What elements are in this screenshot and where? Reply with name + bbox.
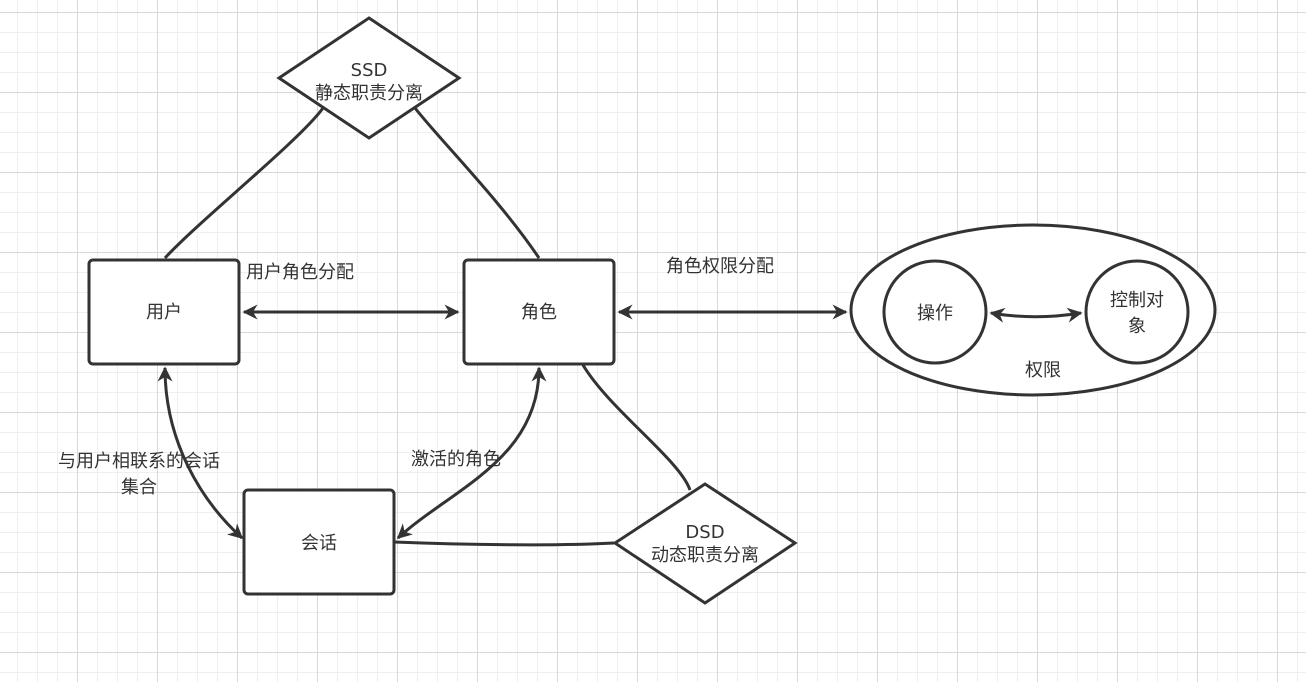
dsd-subtitle: 动态职责分离 — [651, 545, 759, 566]
label-role-permission-assign: 角色权限分配 — [666, 256, 774, 277]
label-activated-roles: 激活的角色 — [411, 449, 501, 470]
ssd-title: SSD — [351, 60, 388, 81]
dsd-diamond — [612, 482, 798, 605]
edge-user-ssd — [163, 107, 325, 260]
arrow-role-session — [396, 366, 547, 540]
role-box — [462, 258, 616, 366]
arrow-user-session — [157, 366, 244, 540]
ssd-diamond — [276, 16, 462, 140]
session-box — [242, 488, 396, 596]
operation-circle — [882, 259, 988, 365]
operation-label: 操作 — [917, 303, 953, 324]
edge-session-dsd — [393, 540, 615, 547]
session-label: 会话 — [301, 533, 337, 554]
control-object-label-2: 象 — [1128, 316, 1146, 337]
edge-role-ssd — [413, 107, 541, 259]
user-box — [87, 258, 241, 366]
control-object-circle — [1084, 259, 1190, 365]
dsd-title: DSD — [685, 522, 724, 543]
user-label: 用户 — [146, 302, 182, 323]
role-label: 角色 — [521, 302, 557, 323]
permission-label: 权限 — [1025, 360, 1061, 381]
control-object-label-1: 控制对 — [1110, 290, 1164, 311]
label-user-sessions-1: 与用户相联系的会话 — [58, 451, 220, 472]
label-user-role-assign: 用户角色分配 — [246, 262, 354, 283]
edge-role-dsd — [581, 364, 692, 491]
label-user-sessions-2: 集合 — [121, 477, 157, 498]
ssd-subtitle: 静态职责分离 — [315, 83, 423, 104]
arrow-operation-object — [989, 307, 1083, 323]
